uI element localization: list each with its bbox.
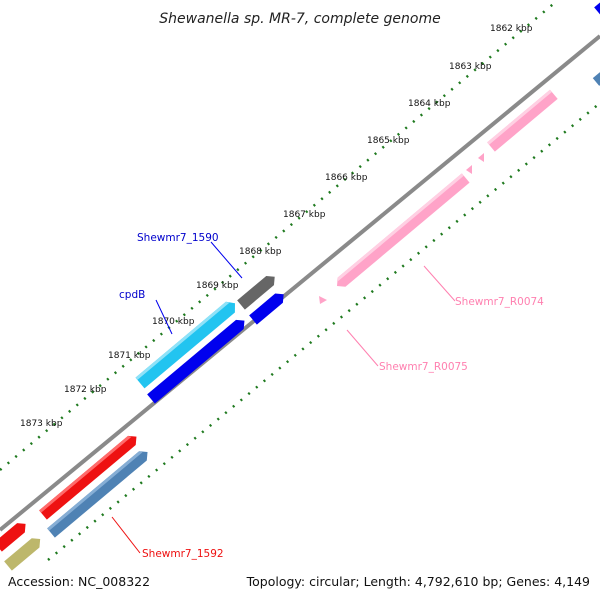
- gene-label-shewmr7-1592[interactable]: Shewmr7_1592: [142, 548, 224, 560]
- map-title: Shewanella sp. MR-7, complete genome: [159, 11, 440, 27]
- gene-feature-gray[interactable]: [237, 272, 278, 310]
- outer-tick-track: [0, 0, 559, 471]
- accession-text: Accession: NC_008322: [8, 574, 150, 589]
- gene-feature-pink-upper[interactable]: [487, 89, 558, 152]
- tick-label: 1868 kbp: [239, 247, 282, 257]
- tick-label: 1864 kbp: [408, 99, 451, 109]
- tick-label: 1867 kbp: [283, 210, 326, 220]
- tick-label: 1862 kbp: [490, 24, 533, 34]
- tick-label: 1863 kbp: [449, 62, 492, 72]
- leader-line-1592: [111, 516, 141, 554]
- leader-line-r0074: [423, 265, 456, 302]
- tick-label: 1873 kbp: [20, 419, 63, 429]
- gene-feature-blue-long[interactable]: [147, 316, 248, 404]
- gene-feature-blue-topright[interactable]: [594, 0, 600, 17]
- tick-label: 1872 kbp: [64, 385, 107, 395]
- gene-label-cpdB[interactable]: cpdB: [119, 289, 145, 301]
- tick-label: 1866 kbp: [325, 173, 368, 183]
- gene-feature-khaki[interactable]: [4, 534, 44, 571]
- tick-label: 1870 kbp: [152, 317, 195, 327]
- gene-label-shewmr7-1590[interactable]: Shewmr7_1590: [137, 232, 219, 244]
- tick-label: 1865 kbp: [367, 136, 410, 146]
- gene-label-shewmr7-r0075[interactable]: Shewmr7_R0075: [379, 361, 468, 373]
- genome-backbone: [0, 34, 600, 532]
- leader-line-r0075: [346, 329, 379, 367]
- gene-feature-pink-small[interactable]: [466, 165, 472, 174]
- inner-tick-track: [47, 102, 600, 561]
- gene-label-shewmr7-r0074[interactable]: Shewmr7_R0074: [455, 296, 544, 308]
- leader-line-cpdB: [155, 299, 173, 335]
- gene-feature-cyan-cpdB[interactable]: [135, 298, 240, 389]
- gene-feature-pink-small[interactable]: [478, 153, 484, 162]
- genome-summary-text: Topology: circular; Length: 4,792,610 bp…: [246, 574, 590, 589]
- gene-feature-red[interactable]: [39, 432, 140, 520]
- gene-feature-pink-r0074[interactable]: [333, 173, 470, 290]
- leader-line-1590: [210, 241, 243, 279]
- tick-label: 1871 kbp: [108, 351, 151, 361]
- gene-feature-steel-1592[interactable]: [47, 447, 151, 538]
- gene-feature-red-bottomleft[interactable]: [0, 519, 29, 552]
- gene-feature-pink-r0075[interactable]: [319, 296, 327, 304]
- tick-label: 1869 kbp: [196, 281, 239, 291]
- gene-feature-steel-topright[interactable]: [592, 65, 600, 86]
- gene-feature-blue-short[interactable]: [249, 290, 287, 325]
